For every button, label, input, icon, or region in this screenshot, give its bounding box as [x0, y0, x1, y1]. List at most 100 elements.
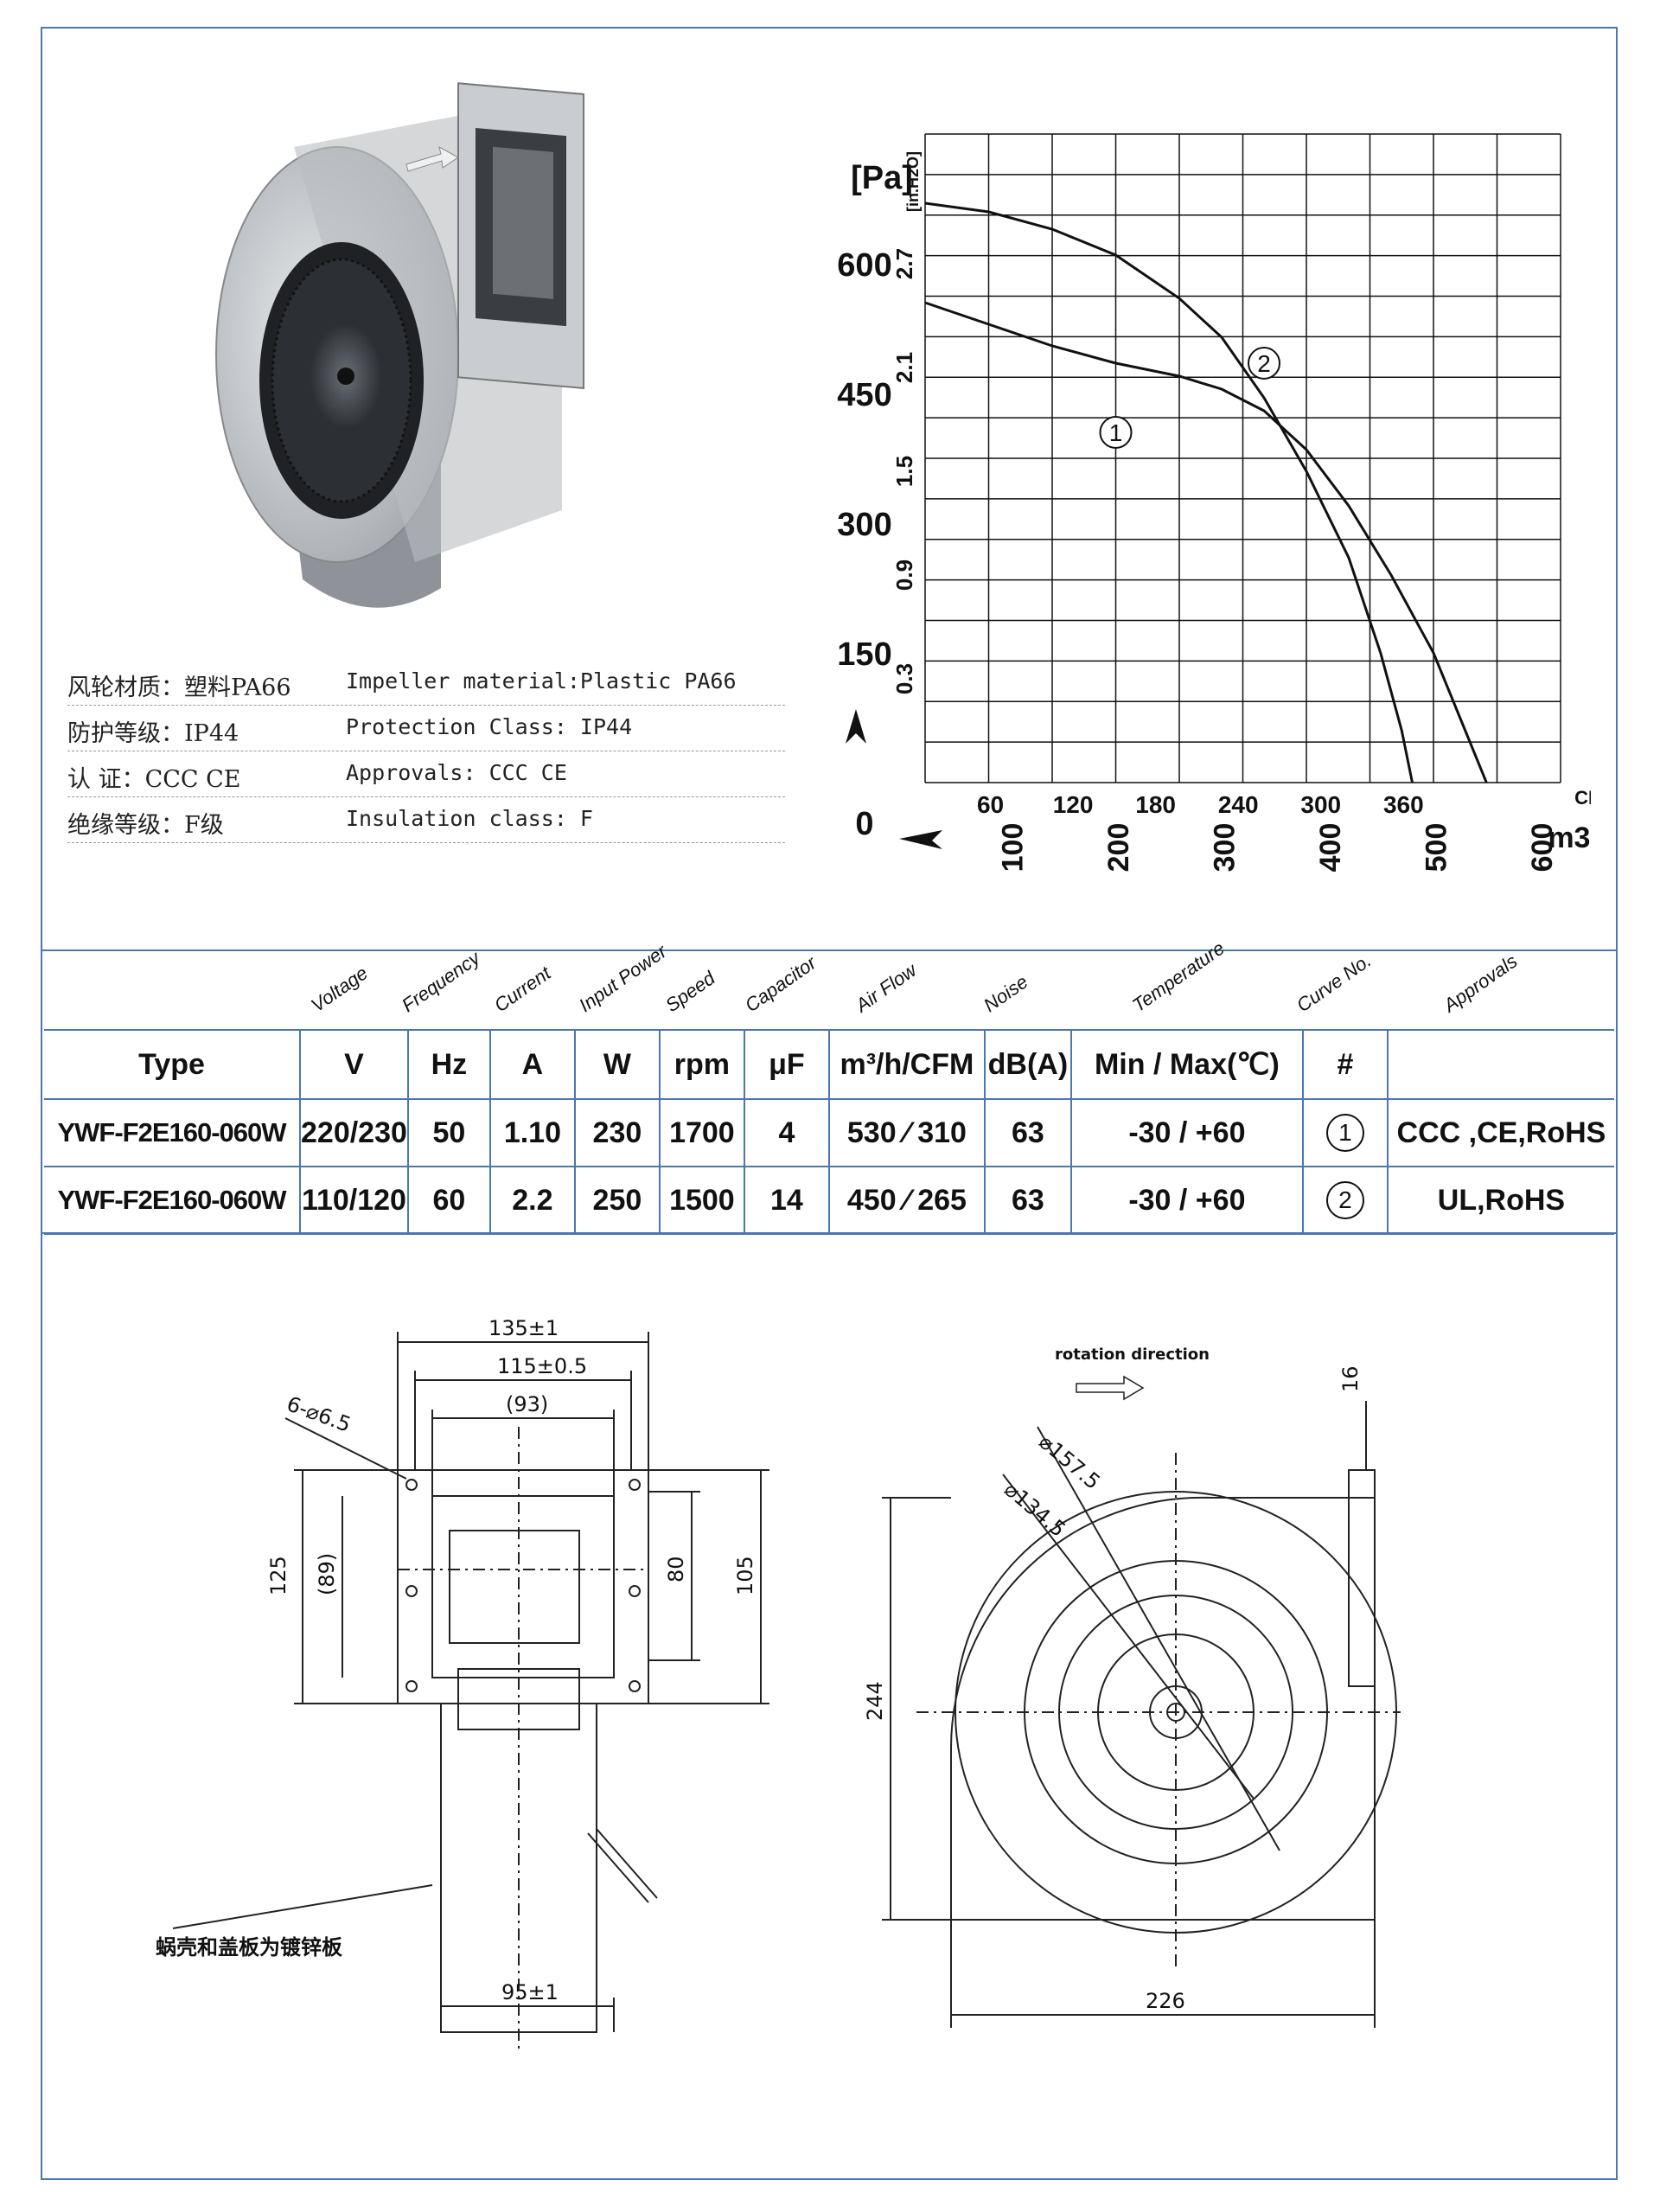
spec-row: 风轮材质：塑料PA66 Impeller material:Plastic PA…	[67, 660, 785, 706]
x-tick-label: 60	[977, 791, 1004, 818]
cell: 110/120	[300, 1167, 409, 1235]
y-tick-label: 0	[855, 806, 873, 842]
dimension-drawing: 135±1 115±0.5 (93) 6-⌀6.5 125 (89) 80 10…	[156, 1316, 1401, 2049]
curve-2-label-ring	[1248, 347, 1280, 380]
page-frame	[41, 27, 1618, 2180]
curve-2-label: 2	[1257, 350, 1271, 377]
curve-number-badge: 2	[1325, 1181, 1364, 1219]
spec-en: Approvals: CCC CE	[346, 760, 567, 785]
spec-cn: 绝缘等级：F级	[67, 812, 224, 839]
cell: 530 ⁄ 310	[828, 1099, 986, 1167]
cell-approvals: UL,RoHS	[1387, 1167, 1614, 1235]
dim-80: 80	[664, 1556, 688, 1582]
dia-134: ⌀134.5	[999, 1477, 1070, 1542]
y-inner-tick-label: 0.9	[891, 559, 917, 591]
unit-cell: rpm	[659, 1030, 745, 1100]
unit-cell: A	[489, 1030, 576, 1100]
cell: 14	[744, 1167, 830, 1235]
unit-cell: Min / Max(℃)	[1070, 1030, 1304, 1100]
cell-curve: 2	[1302, 1167, 1389, 1235]
side-view	[172, 1332, 769, 2049]
performance-chart: 01503004506000.30.91.52.12.7[Pa][in.H2O]…	[837, 133, 1591, 873]
x-m3h-unit: m3/h	[1548, 822, 1591, 854]
curve-1-label: 1	[1109, 419, 1123, 446]
dim-115: 115±0.5	[497, 1354, 587, 1378]
rotation-label: rotation direction	[1055, 1346, 1210, 1364]
table-row: YWF-F2E160-060W 220/230 50 1.10 230 1700…	[44, 1099, 1614, 1167]
x-m3h-tick-label: 300	[1209, 823, 1242, 873]
cell: 63	[984, 1099, 1072, 1167]
curve-1-label-ring	[1099, 416, 1133, 449]
y-inner-tick-label: 1.5	[891, 456, 917, 487]
cell-curve: 1	[1302, 1099, 1389, 1167]
spec-table: Type V Hz A W rpm μF m³/h/CFM dB(A) Min …	[44, 1029, 1614, 1235]
unit-cell: W	[574, 1030, 661, 1100]
x-m3h-tick-label: 100	[997, 823, 1030, 873]
unit-cell: Hz	[407, 1030, 491, 1100]
spec-en: Impeller material:Plastic PA66	[346, 668, 737, 694]
table-units-row: Type V Hz A W rpm μF m³/h/CFM dB(A) Min …	[44, 1030, 1614, 1100]
curve-number-badge: 1	[1325, 1114, 1364, 1152]
cell: -30 / +60	[1070, 1099, 1304, 1167]
dim-135: 135±1	[488, 1316, 559, 1340]
unit-cell	[1387, 1030, 1614, 1100]
dim-holes: 6-⌀6.5	[284, 1391, 354, 1436]
dim-226: 226	[1146, 1989, 1185, 2013]
unit-cell: m³/h/CFM	[828, 1030, 986, 1100]
cell: 1.10	[489, 1099, 576, 1167]
dia-157: ⌀157.5	[1034, 1429, 1105, 1494]
dim-93: (93)	[506, 1392, 548, 1416]
spec-cn: 防护等级：IP44	[67, 720, 239, 747]
x-tick-label: 240	[1218, 791, 1259, 818]
curve-1	[924, 301, 1488, 783]
cell: 2.2	[489, 1167, 576, 1235]
y-axis-unit: [Pa]	[851, 160, 913, 196]
cell: 220/230	[300, 1099, 409, 1167]
right-arrow-icon	[899, 830, 942, 849]
dim-105: 105	[733, 1556, 757, 1595]
spec-row: 绝缘等级：F级 Insulation class: F	[67, 797, 785, 843]
spec-row: 认 证：CCC CE Approvals: CCC CE	[67, 751, 785, 797]
cell: 230	[574, 1099, 661, 1167]
x-m3h-tick-label: 400	[1314, 823, 1347, 873]
table-row: YWF-F2E160-060W 110/120 60 2.2 250 1500 …	[44, 1167, 1614, 1235]
dim-95: 95±1	[501, 1980, 559, 2004]
spec-cn: 风轮材质：塑料PA66	[67, 674, 291, 701]
unit-cell: dB(A)	[984, 1030, 1072, 1100]
y-inner-tick-label: 2.1	[891, 352, 917, 383]
cell: 450 ⁄ 265	[828, 1167, 986, 1235]
x-m3h-tick-label: 600	[1526, 823, 1559, 873]
cell: 50	[407, 1099, 491, 1167]
unit-cell: V	[300, 1030, 409, 1100]
cell: 60	[407, 1167, 491, 1235]
cell: 4	[744, 1099, 830, 1167]
spec-cn: 认 证：CCC CE	[67, 766, 241, 793]
y-inner-tick-label: 0.3	[891, 663, 917, 694]
y-tick-label: 450	[837, 377, 891, 413]
y-inner-axis-unit: [in.H2O]	[904, 151, 922, 212]
dim-16: 16	[1338, 1365, 1363, 1392]
unit-cell: μF	[744, 1030, 830, 1100]
up-arrow-icon	[846, 709, 866, 744]
dim-89: (89)	[315, 1553, 339, 1595]
x-m3h-tick-label: 500	[1421, 823, 1453, 873]
cell: 63	[984, 1167, 1072, 1235]
cell-type: YWF-F2E160-060W	[44, 1167, 301, 1235]
dim-125: 125	[266, 1556, 290, 1595]
unit-cell: #	[1302, 1030, 1389, 1100]
x-axis-unit: CFM	[1574, 787, 1591, 809]
x-tick-label: 120	[1053, 791, 1094, 818]
cell: -30 / +60	[1070, 1167, 1304, 1235]
cell: 250	[574, 1167, 661, 1235]
curve-2	[924, 201, 1414, 783]
material-note: 蜗壳和盖板为镀锌板	[156, 1935, 343, 1959]
x-tick-label: 300	[1300, 791, 1341, 818]
cell-approvals: CCC ,CE,RoHS	[1387, 1099, 1614, 1167]
cell: 1700	[659, 1099, 745, 1167]
x-m3h-tick-label: 200	[1102, 823, 1135, 873]
spec-row: 防护等级：IP44 Protection Class: IP44	[67, 706, 785, 751]
cell: 1500	[659, 1167, 745, 1235]
front-view	[882, 1375, 1401, 2028]
spec-en: Protection Class: IP44	[346, 714, 633, 739]
blower-photo	[215, 82, 584, 608]
